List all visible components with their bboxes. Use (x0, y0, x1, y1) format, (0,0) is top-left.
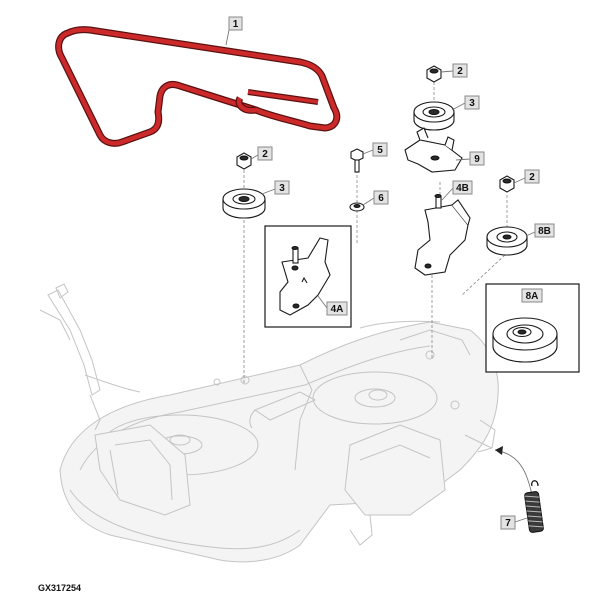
svg-text:2: 2 (457, 66, 463, 77)
idler-pulley-left (222, 188, 266, 219)
svg-text:8A: 8A (526, 291, 539, 302)
nut-right (499, 175, 515, 193)
svg-text:7: 7 (505, 518, 511, 529)
svg-text:3: 3 (469, 98, 475, 109)
svg-text:2: 2 (529, 172, 535, 183)
callout-8b: 8B (534, 223, 555, 238)
callout-2-top: 2 (452, 63, 468, 78)
callout-1: 1 (228, 16, 243, 31)
callout-4b: 4B (452, 180, 473, 195)
callout-4a: 4A (326, 301, 348, 316)
bracket-plate (404, 127, 463, 173)
tension-spring (494, 446, 544, 533)
svg-text:9: 9 (474, 154, 480, 165)
idler-arm (414, 194, 471, 276)
svg-text:4A: 4A (331, 304, 344, 315)
nut-top (426, 65, 442, 83)
callout-2-right: 2 (524, 169, 540, 184)
spacer (349, 202, 365, 212)
svg-text:2: 2 (262, 149, 268, 160)
drive-belt (55, 26, 341, 147)
callout-3-left: 3 (274, 180, 290, 195)
callout-7: 7 (500, 515, 516, 530)
belt-loop (56, 27, 339, 146)
svg-text:8B: 8B (538, 226, 551, 237)
callout-5: 5 (372, 142, 388, 157)
pulley-right (486, 226, 528, 256)
nut-left (236, 152, 252, 170)
figure-id-label: GX317254 (38, 583, 82, 593)
callout-2-left: 2 (257, 146, 273, 161)
callout-3-top: 3 (464, 95, 480, 110)
svg-text:1: 1 (233, 19, 239, 30)
svg-text:6: 6 (378, 193, 384, 204)
svg-text:4B: 4B (456, 183, 469, 194)
callout-6: 6 (373, 190, 389, 205)
mower-deck-ghost (39, 283, 499, 563)
svg-text:5: 5 (377, 145, 383, 156)
spring-coils (524, 480, 544, 533)
bolt (350, 148, 364, 173)
callout-9: 9 (469, 151, 485, 166)
svg-text:3: 3 (279, 183, 285, 194)
callout-8a: 8A (521, 288, 543, 303)
leader-lines (225, 24, 536, 309)
idler-pulley-top (413, 101, 455, 131)
